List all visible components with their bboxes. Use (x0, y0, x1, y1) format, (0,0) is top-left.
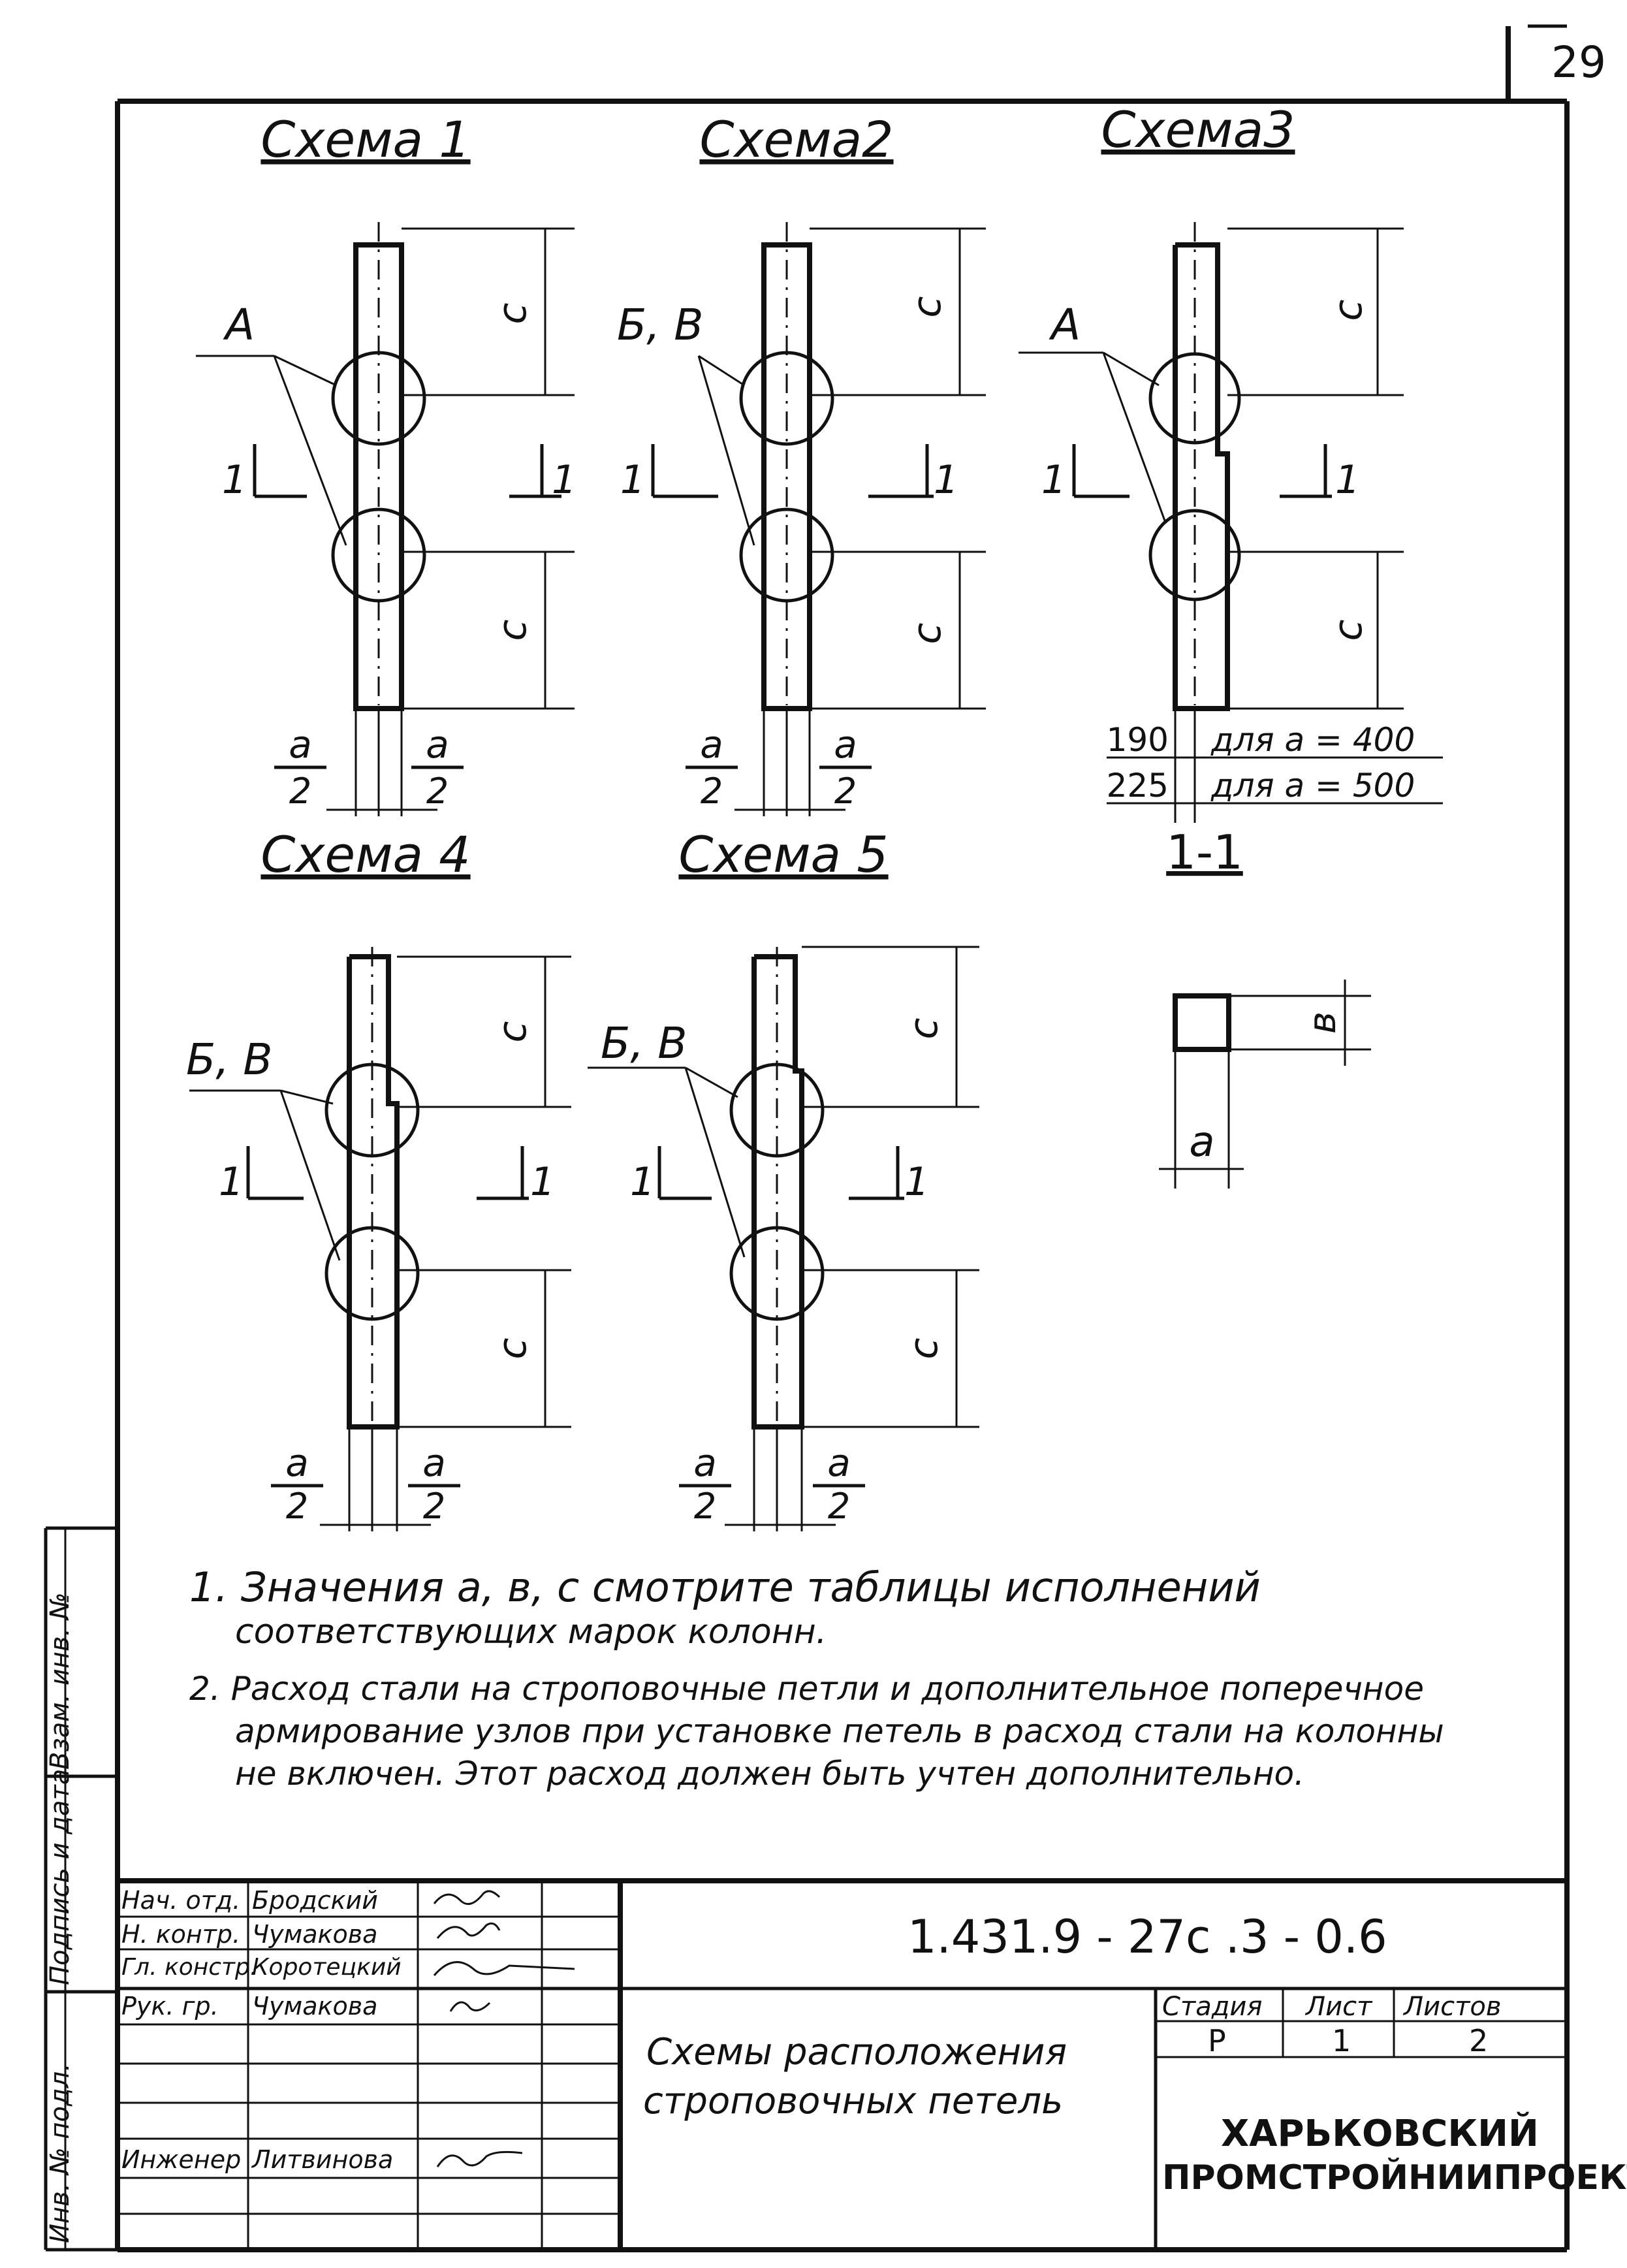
side-label-vzam-inv: Взам. инв. № (45, 1592, 75, 1770)
scheme-2-a-left: а (700, 722, 723, 767)
scheme-4-c-bottom: с (490, 1338, 535, 1360)
tb-role-2: Н. контр. (121, 1920, 241, 1949)
note-1-line-1: 1. Значения а, в, с смотрите таблицы исп… (189, 1563, 1261, 1611)
scheme-4-a-right: а (422, 1441, 446, 1485)
scheme-4-a-left: а (285, 1441, 309, 1485)
scheme-2-c-bottom: с (904, 623, 950, 645)
scheme-2-c-top: с (904, 296, 950, 318)
scheme-5-c-bottom: с (901, 1338, 947, 1360)
tb-role-1: Нач. отд. (121, 1886, 241, 1915)
scheme-4-section-right: 1 (530, 1159, 555, 1205)
scheme-1-c-bottom: с (490, 620, 535, 641)
tb-role-5: Инженер (121, 2145, 242, 2174)
tb-role-4: Рук. гр. (121, 1992, 219, 2020)
scheme-1-2-right: 2 (426, 771, 449, 812)
scheme-1-drawing (196, 222, 575, 816)
scheme-1-label: А (223, 300, 255, 350)
scheme-2-drawing (651, 222, 986, 816)
scheme-4-section-left: 1 (219, 1159, 244, 1205)
signatures (433, 1890, 575, 2167)
drawing-title-line-1: Схемы расположения (646, 2031, 1067, 2073)
note-2-line-1: 2. Расход стали на строповочные петли и … (189, 1670, 1424, 1708)
section-drawing (1159, 980, 1371, 1189)
scheme-2-section-left: 1 (620, 457, 645, 503)
sheet-header: Лист (1306, 1992, 1372, 2022)
tb-role-3: Гл. констр. (121, 1954, 258, 1981)
section-a-label: а (1189, 1118, 1214, 1166)
side-label-inv-podl: Инв. № подл. (45, 2063, 75, 2243)
scheme-5-section-right: 1 (904, 1159, 929, 1205)
scheme-5-label: Б, В (601, 1018, 687, 1068)
scheme-1-a-left: а (289, 722, 312, 767)
scheme-1-title: Схема 1 (261, 110, 470, 168)
side-label-signature-date: Подпись и дата (45, 1769, 75, 1985)
scheme-4-2-left: 2 (286, 1486, 308, 1527)
side-stamp (44, 1526, 118, 2252)
scheme-4-title: Схема 4 (261, 825, 470, 884)
scheme-3-section-right: 1 (1335, 457, 1360, 503)
scheme-3-label: А (1049, 300, 1081, 350)
scheme-2-2-left: 2 (701, 771, 723, 812)
section-row-190-text: для а = 400 (1210, 721, 1415, 759)
stage-header: Стадия (1162, 1992, 1263, 2022)
scheme-1-a-right: а (426, 722, 449, 767)
scheme-5-drawing (588, 946, 979, 1531)
tb-name-4: Чумакова (252, 1992, 378, 2020)
section-b-label: в (1300, 1012, 1344, 1034)
scheme-4-label: Б, В (186, 1034, 273, 1085)
scheme-5-2-left: 2 (694, 1486, 716, 1527)
tb-name-2: Чумакова (252, 1920, 378, 1949)
scheme-2-a-right: а (834, 722, 857, 767)
stage-value: Р (1208, 2023, 1226, 2058)
scheme-3-drawing (1019, 222, 1443, 823)
section-row-225-text: для а = 500 (1210, 767, 1415, 805)
section-title: 1-1 (1166, 825, 1243, 880)
scheme-3-title: Схема3 (1101, 101, 1295, 159)
scheme-3-section-left: 1 (1041, 457, 1066, 503)
document-code: 1.431.9 - 27с .3 - 0.6 (908, 1910, 1387, 1964)
sheet-frame (115, 24, 1570, 2252)
scheme-5-a-left: а (693, 1441, 717, 1485)
scheme-4-drawing (189, 947, 571, 1531)
title-block-grid (118, 1878, 1567, 2250)
tb-name-1: Бродский (252, 1886, 378, 1915)
scheme-1-section-right: 1 (552, 457, 577, 503)
scheme-1-2-left: 2 (289, 771, 311, 812)
sheets-value: 2 (1469, 2023, 1489, 2058)
scheme-2-title: Схема2 (699, 110, 893, 168)
scheme-2-2-right: 2 (834, 771, 857, 812)
sheets-header: Листов (1404, 1992, 1502, 2022)
scheme-5-section-left: 1 (630, 1159, 655, 1205)
scheme-2-section-right: 1 (934, 457, 958, 503)
scheme-2-label: Б, В (617, 300, 704, 350)
section-row-190-value: 190 (1107, 721, 1169, 759)
scheme-1-c-top: с (490, 303, 535, 325)
scheme-5-2-right: 2 (828, 1486, 850, 1527)
scheme-4-2-right: 2 (423, 1486, 445, 1527)
note-1-line-2: соответствующих марок колонн. (235, 1612, 827, 1652)
scheme-5-a-right: а (827, 1441, 851, 1485)
scheme-5-title: Схема 5 (678, 825, 888, 884)
organization-line-1: ХАРЬКОВСКИЙ (1221, 2113, 1539, 2155)
scheme-3-c-bottom: с (1325, 620, 1371, 641)
drawing-title-line-2: строповочных петель (643, 2080, 1064, 2122)
sheet-value: 1 (1332, 2023, 1351, 2058)
tb-name-5: Литвинова (252, 2145, 394, 2174)
note-2-line-2: армирование узлов при установке петель в… (235, 1712, 1444, 1750)
organization-line-2: ПРОМСТРОЙНИИПРОЕКТ (1162, 2158, 1627, 2197)
tb-name-3: Коротецкий (252, 1954, 402, 1981)
note-2-line-3: не включен. Этот расход должен быть учте… (235, 1755, 1304, 1793)
scheme-5-c-top: с (901, 1018, 947, 1040)
scheme-3-c-top: с (1325, 300, 1371, 321)
scheme-1-section-left: 1 (222, 457, 247, 503)
scheme-4-c-top: с (490, 1021, 535, 1043)
section-row-225-value: 225 (1107, 767, 1169, 805)
page-number: 29 (1551, 37, 1606, 88)
